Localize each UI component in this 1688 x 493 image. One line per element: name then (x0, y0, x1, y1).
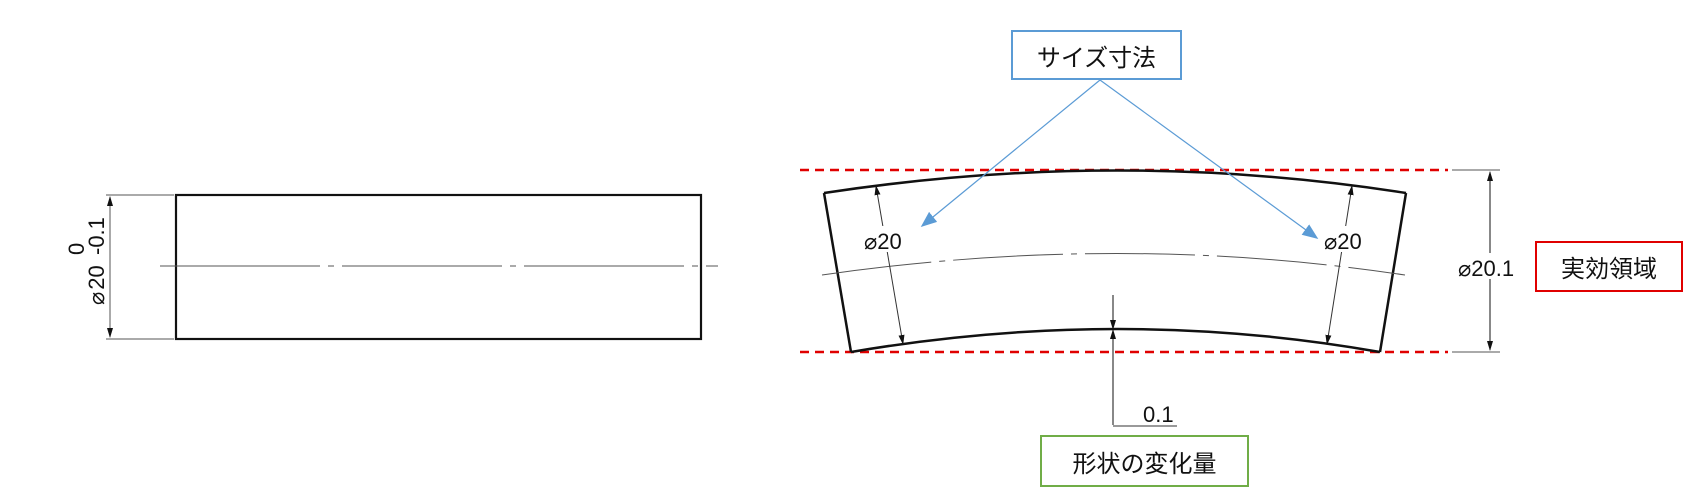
tolerance-dimension: ⌀ 20 0 -0.1 (64, 217, 109, 305)
leader-arrow-left (920, 79, 1101, 228)
right-view-bent-cylinder: ⌀20 ⌀20 ⌀20.1 0.1 (800, 79, 1524, 427)
upper-tolerance: 0 (64, 243, 89, 255)
size-dimension-label: サイズ寸法 (1011, 30, 1182, 80)
lower-tolerance: -0.1 (84, 217, 109, 255)
left-section-dimension: ⌀20 (864, 229, 902, 254)
effective-region-label: 実効領域 (1535, 241, 1683, 292)
left-view-cylinder: ⌀ 20 0 -0.1 (64, 193, 718, 341)
cylinder-outline (174, 193, 703, 341)
outline-right-end (1378, 192, 1408, 353)
shape-change-label: 形状の変化量 (1040, 435, 1249, 487)
dimension-line-left-section (874, 185, 905, 345)
nominal-value: 20 (84, 265, 109, 289)
outline-top-arc (823, 169, 1407, 195)
svg-text:⌀20: ⌀ 20 (84, 265, 109, 305)
overall-dimension: ⌀20.1 (1458, 256, 1514, 281)
right-section-dimension: ⌀20 (1324, 229, 1362, 254)
leader-arrow-right (1099, 79, 1319, 239)
outline-bottom-arc (850, 327, 1381, 354)
diameter-symbol: ⌀ (84, 292, 109, 305)
bent-center-line (821, 253, 1406, 276)
deformation-value: 0.1 (1143, 402, 1174, 427)
dimension-line-right-section (1325, 185, 1354, 345)
